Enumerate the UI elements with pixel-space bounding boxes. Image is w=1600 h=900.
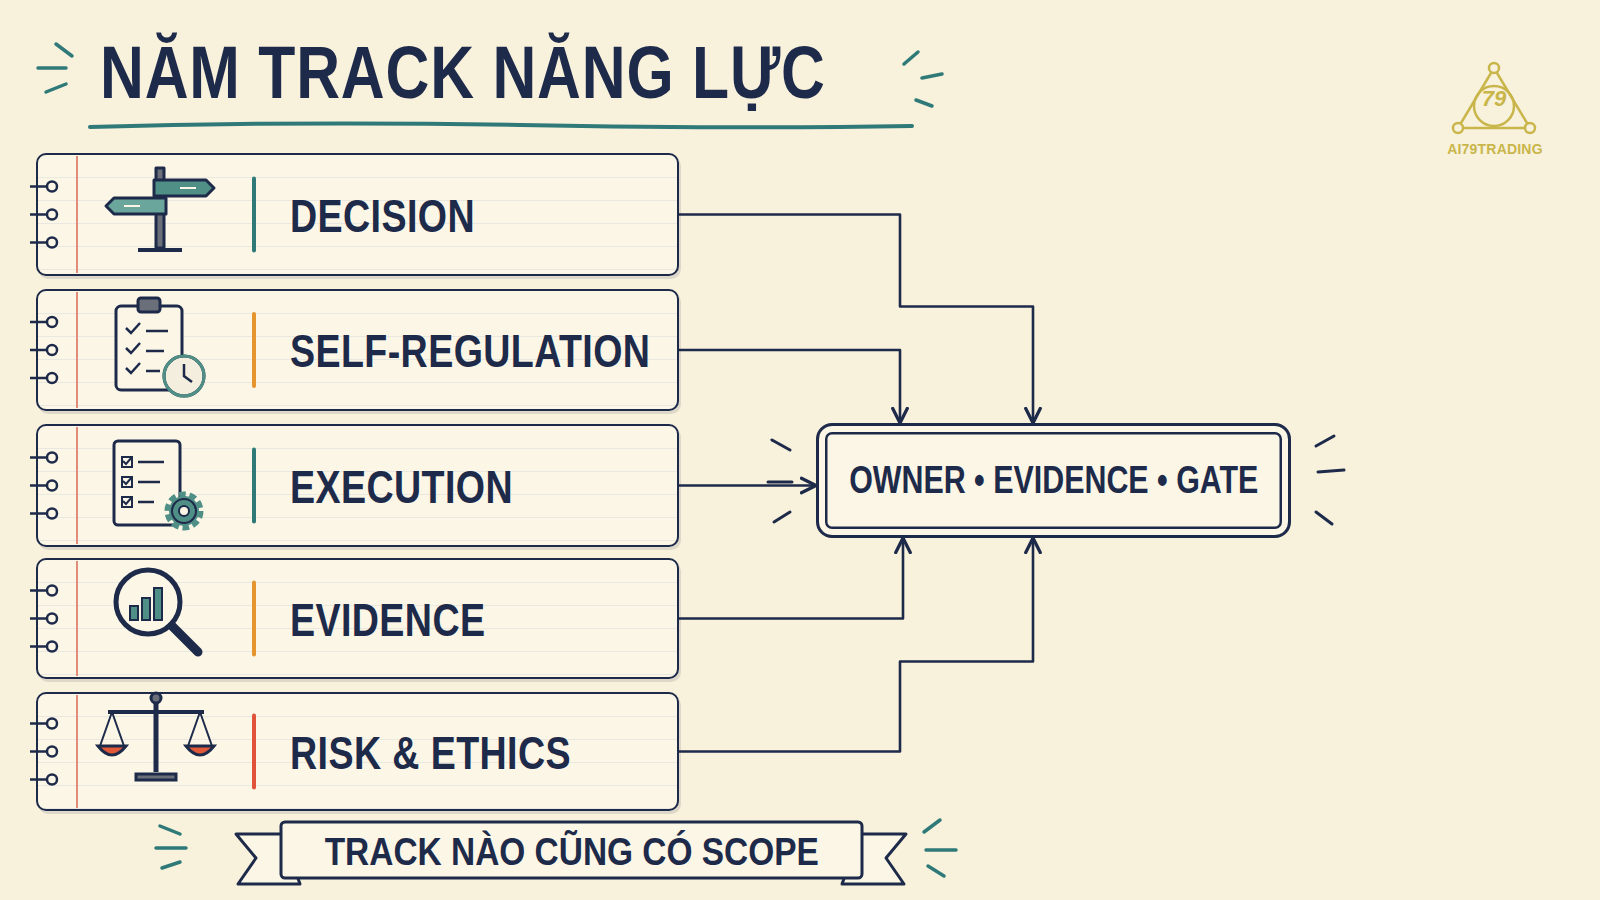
track-box: SELF-REGULATION [36, 289, 679, 411]
notebook-ring [47, 719, 57, 729]
margin-line [76, 695, 78, 808]
ring-wire [30, 512, 46, 515]
ring-wire [30, 645, 46, 648]
connector-arrow [679, 538, 1033, 752]
node-text: EXECUTION [290, 458, 513, 513]
scales-icon [98, 693, 214, 780]
title-underline [90, 123, 912, 127]
track-box: EVIDENCE [36, 558, 679, 679]
notebook-ring [47, 182, 57, 192]
connector-arrow [679, 538, 903, 619]
node-text: OWNER • EVIDENCE • GATE [849, 459, 1258, 502]
checklist-gear-icon [114, 441, 199, 526]
ring-wire [30, 241, 46, 244]
watermark: AI79TRADING [1420, 141, 1570, 157]
title-sparkles [38, 44, 942, 106]
track-box: EXECUTION [36, 424, 679, 547]
divider-line [252, 450, 256, 522]
caption-ribbon-text: TRACK NÀO CŨNG CÓ SCOPE [281, 826, 862, 878]
ring-wire [30, 456, 46, 459]
caption-text: TRACK NÀO CŨNG CÓ SCOPE [324, 831, 818, 874]
node-text: SELF-REGULATION [290, 323, 650, 378]
margin-line [76, 156, 78, 273]
magnifier-chart-icon [116, 570, 198, 652]
ring-wire [30, 185, 46, 188]
logo-number: 79 [1470, 86, 1518, 112]
notebook-ring [47, 775, 57, 785]
ring-wire [30, 750, 46, 753]
ring-wire [30, 589, 46, 592]
connector-arrow [679, 215, 1033, 424]
ring-wire [30, 349, 46, 352]
track-box: DECISION [36, 153, 679, 276]
margin-line [76, 427, 78, 544]
notebook-ring [47, 614, 57, 624]
logo-mark [1453, 63, 1535, 133]
clipboard-clock-icon [116, 298, 204, 396]
track-box: RISK & ETHICS [36, 692, 679, 811]
notebook-ring [47, 747, 57, 757]
divider-line [252, 716, 256, 788]
node-text: EVIDENCE [290, 591, 485, 646]
divider-line [252, 583, 256, 655]
notebook-ring [47, 373, 57, 383]
divider-line [252, 314, 256, 386]
notebook-ring [47, 345, 57, 355]
caption-ribbon [236, 822, 906, 884]
ring-wire [30, 377, 46, 380]
connector-arrow [679, 350, 900, 423]
ring-wire [30, 617, 46, 620]
node-text: RISK & ETHICS [290, 724, 571, 779]
notebook-ring [47, 642, 57, 652]
caption-sparkles [156, 820, 956, 876]
node-text: DECISION [290, 187, 475, 242]
margin-line [76, 292, 78, 408]
notebook-ring [47, 210, 57, 220]
signpost-icon [106, 168, 214, 250]
ring-wire [30, 321, 46, 324]
margin-line [76, 561, 78, 676]
diagram-title: NĂM TRACK NĂNG LỰC [100, 30, 826, 115]
notebook-ring [47, 481, 57, 491]
notebook-ring [47, 509, 57, 519]
ring-wire [30, 778, 46, 781]
notebook-ring [47, 453, 57, 463]
hub-box: OWNER • EVIDENCE • GATE [816, 423, 1291, 538]
connector-arrow [679, 484, 816, 487]
divider-line [252, 179, 256, 251]
notebook-ring [47, 317, 57, 327]
ring-wire [30, 722, 46, 725]
ring-wire [30, 484, 46, 487]
notebook-ring [47, 586, 57, 596]
notebook-ring [47, 238, 57, 248]
ring-wire [30, 213, 46, 216]
